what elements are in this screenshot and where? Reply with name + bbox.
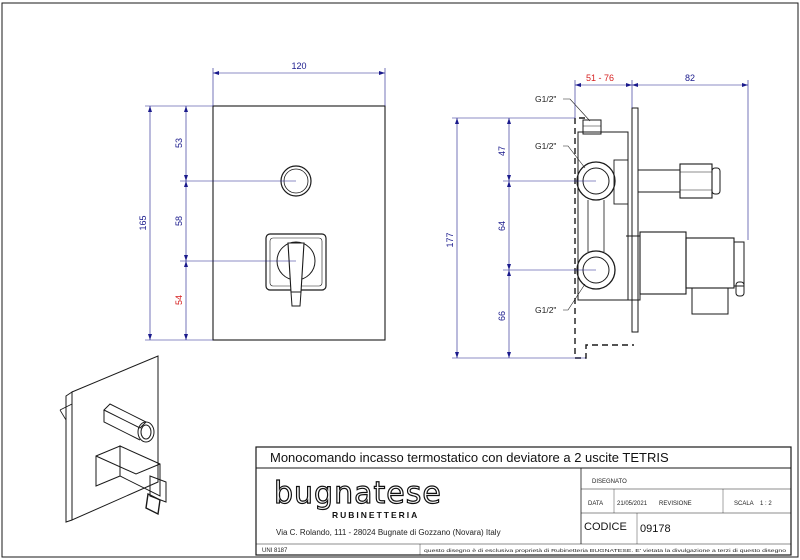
mixer-lever: [287, 242, 305, 293]
revisione-label: REVISIONE: [659, 501, 692, 507]
data-label: DATA: [588, 501, 603, 507]
mixer-lever-side: [691, 288, 729, 315]
mixer-lever-tip: [290, 291, 302, 307]
copyright-notice: questo disegno è di esclusiva proprietà …: [424, 548, 787, 553]
connection-label-upper: G1/2": [535, 141, 556, 151]
iso-plate: [71, 355, 159, 521]
valve-body: [577, 131, 629, 301]
company-address: Via C. Rolando, 111 - 28024 Bugnate di G…: [276, 528, 501, 537]
connection-label-lower: G1/2": [535, 305, 556, 315]
mixer-handle-side: [685, 237, 735, 289]
side-view: 51 - 76 82 177 47 64 66 G1/2" G1/2" G1/2…: [445, 73, 749, 359]
dim-82: 82: [685, 73, 695, 83]
diverter-knob-side: [679, 163, 713, 199]
dim-47: 47: [497, 146, 507, 156]
brand-logo-text: bugnatese: [274, 476, 442, 511]
dim-height-165: 165: [138, 215, 148, 230]
front-plate: [212, 105, 386, 341]
dim-53: 53: [174, 138, 184, 148]
dim-width-120: 120: [291, 61, 306, 71]
iso-diverter-knob: [137, 421, 155, 443]
dim-177: 177: [445, 232, 455, 247]
front-view: 120 165 53 58 54: [138, 61, 386, 341]
dim-54: 54: [174, 295, 184, 305]
title-block: Monocomando incasso termostatico con dev…: [255, 446, 792, 556]
side-plate: [631, 107, 639, 333]
dim-66: 66: [497, 311, 507, 321]
scala-value: 1 : 2: [760, 501, 772, 507]
scala-label: SCALA: [734, 501, 754, 507]
brand-subtitle: RUBINETTERIA: [332, 510, 419, 520]
top-outlet: [582, 119, 602, 135]
data-value: 21/05/2021: [617, 501, 648, 507]
diverter-stem: [637, 169, 681, 193]
dim-58: 58: [174, 216, 184, 226]
drawing-title: Monocomando incasso termostatico con dev…: [270, 450, 669, 465]
disegnato-label: DISEGNATO: [592, 479, 627, 485]
codice-value: 09178: [640, 523, 671, 535]
isometric-view: [59, 355, 167, 523]
mixer-body-side: [639, 231, 687, 295]
codice-label: CODICE: [584, 521, 627, 533]
dim-64: 64: [497, 221, 507, 231]
wall-recess-outline: [574, 117, 634, 359]
iso-mixer-handle: [119, 445, 161, 497]
uni-label: UNI 8187: [262, 548, 288, 554]
dim-51-76: 51 - 76: [586, 73, 614, 83]
connection-label-top: G1/2": [535, 94, 556, 104]
